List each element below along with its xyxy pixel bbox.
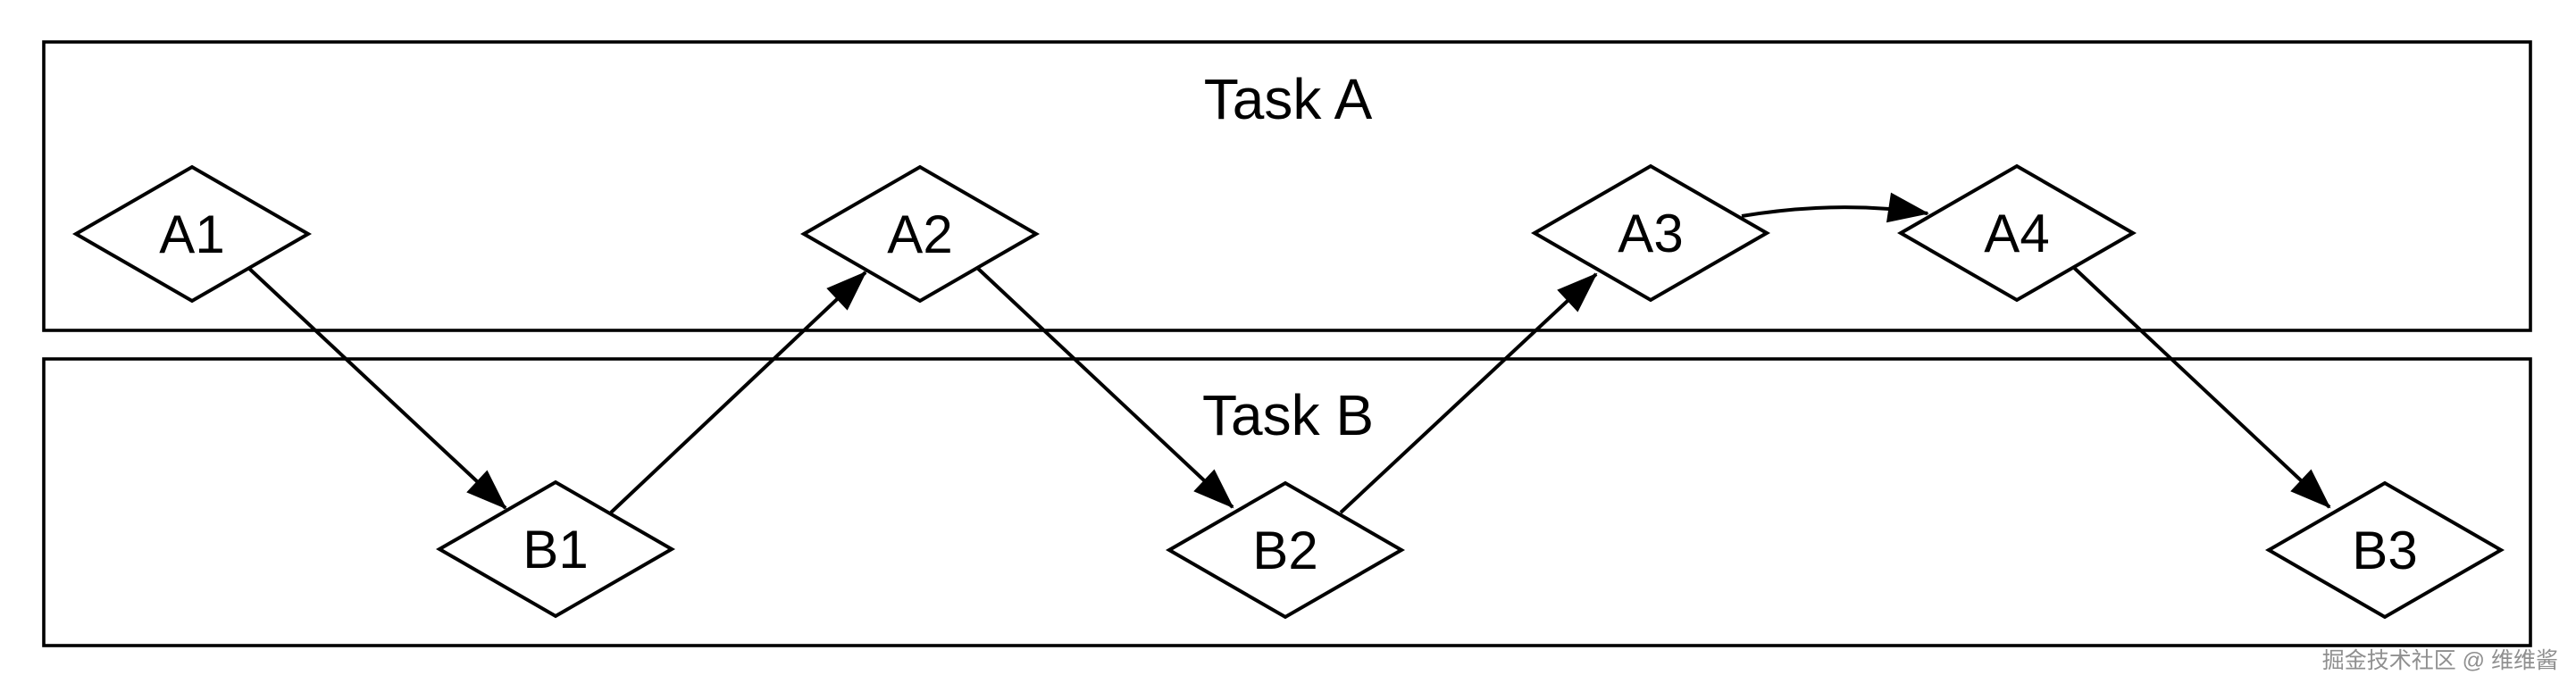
edge-a3-to-a4-arrow xyxy=(1741,192,1929,223)
edge-b1-to-a2-arrow xyxy=(609,271,867,514)
node-a4-label: A4 xyxy=(1984,204,2049,263)
node-a3: A3 xyxy=(1530,163,1771,303)
node-b3: B3 xyxy=(2264,480,2505,620)
node-a1: A1 xyxy=(71,164,313,304)
node-b3-diamond xyxy=(2264,480,2505,620)
lane-task-b-title: Task B xyxy=(1202,383,1374,447)
node-b3-label: B3 xyxy=(2352,521,2417,580)
node-a2-label: A2 xyxy=(887,204,952,264)
node-a2-diamond xyxy=(799,164,1041,304)
node-b1-diamond xyxy=(435,479,676,619)
node-b1-label: B1 xyxy=(523,520,588,579)
edge-a4-to-b3-arrow xyxy=(2070,264,2331,509)
node-b2-diamond xyxy=(1165,480,1406,620)
lane-task-a xyxy=(42,40,2532,332)
node-a1-diamond xyxy=(71,164,313,304)
node-a3-diamond xyxy=(1530,163,1771,303)
node-a3-label: A3 xyxy=(1618,204,1683,263)
node-a4: A4 xyxy=(1896,163,2137,303)
watermark-text: 掘金技术社区 @ 维维酱 xyxy=(2321,648,2558,673)
node-a4-diamond xyxy=(1896,163,2137,303)
lane-task-a-title: Task A xyxy=(1204,67,1373,131)
edge-a2-to-b2-arrow xyxy=(974,264,1234,509)
node-b2-label: B2 xyxy=(1252,521,1317,580)
node-a1-label: A1 xyxy=(159,204,224,264)
node-b1: B1 xyxy=(435,479,676,619)
edge-b2-to-a3-arrow xyxy=(1339,272,1598,514)
node-a2: A2 xyxy=(799,164,1041,304)
node-b2: B2 xyxy=(1165,480,1406,620)
edge-a1-to-b1-arrow xyxy=(244,263,507,510)
